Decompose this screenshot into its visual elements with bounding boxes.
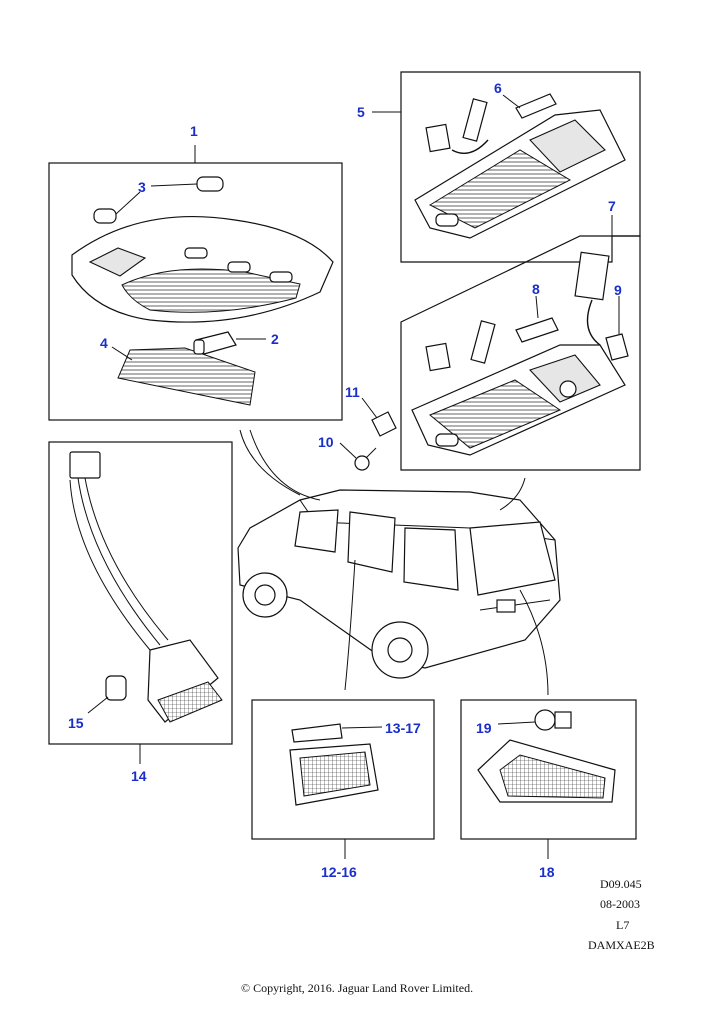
- part-bulb-9[interactable]: [605, 296, 629, 361]
- callout-6[interactable]: 6: [494, 80, 502, 96]
- frame-rear-roof-lamp-variant: [400, 215, 641, 471]
- vehicle-illustration: [237, 429, 561, 696]
- drawing-level: L7: [616, 918, 629, 932]
- callout-19[interactable]: 19: [476, 720, 492, 736]
- frame-roof-console: [48, 145, 343, 421]
- callout-10[interactable]: 10: [318, 434, 334, 450]
- part-side-courtesy-lamp[interactable]: [289, 743, 379, 806]
- callout-18[interactable]: 18: [539, 864, 555, 880]
- drawing-code: DAMXAE2B: [588, 938, 655, 952]
- drawing-date: 08-2003: [600, 897, 640, 911]
- callout-1[interactable]: 1: [190, 123, 198, 139]
- part-lens-4[interactable]: [111, 346, 256, 406]
- callout-15[interactable]: 15: [68, 715, 84, 731]
- callout-11[interactable]: 11: [345, 384, 360, 400]
- part-load-space-lamp[interactable]: [477, 739, 616, 803]
- callout-4[interactable]: 4: [100, 335, 108, 351]
- part-bulb-6[interactable]: [502, 93, 557, 119]
- callout-9[interactable]: 9: [614, 282, 622, 298]
- part-courtesy-lamp-harness[interactable]: [69, 451, 223, 723]
- part-screw-10[interactable]: [339, 442, 377, 471]
- part-bulb-15[interactable]: [87, 675, 127, 714]
- part-bulb-13-17[interactable]: [291, 723, 383, 743]
- callout-14[interactable]: 14: [131, 768, 147, 784]
- callout-12-16[interactable]: 12-16: [321, 864, 357, 880]
- frame-load-space-lamp: [460, 699, 637, 859]
- frame-side-courtesy-lamp: [251, 699, 435, 859]
- callout-2[interactable]: 2: [271, 331, 279, 347]
- part-rear-roof-lamp-variant[interactable]: [411, 251, 626, 456]
- frame-rear-roof-lamp: [372, 71, 641, 263]
- part-bulb-3[interactable]: [93, 176, 224, 224]
- callout-13-17[interactable]: 13-17: [385, 720, 421, 736]
- drawing-number: D09.045: [600, 877, 642, 891]
- part-roof-console-lamp[interactable]: [71, 215, 334, 323]
- callout-7[interactable]: 7: [608, 198, 616, 214]
- callout-5[interactable]: 5: [357, 104, 365, 120]
- part-bulb-2[interactable]: [193, 331, 266, 355]
- part-bulb-19[interactable]: [497, 709, 572, 731]
- callout-3[interactable]: 3: [138, 179, 146, 195]
- part-clip-11[interactable]: [361, 397, 397, 437]
- callout-8[interactable]: 8: [532, 281, 540, 297]
- frame-courtesy-lamp: [48, 441, 233, 764]
- part-rear-roof-lamp[interactable]: [414, 98, 626, 239]
- part-bulb-8[interactable]: [515, 295, 559, 343]
- copyright-notice: © Copyright, 2016. Jaguar Land Rover Lim…: [241, 981, 473, 995]
